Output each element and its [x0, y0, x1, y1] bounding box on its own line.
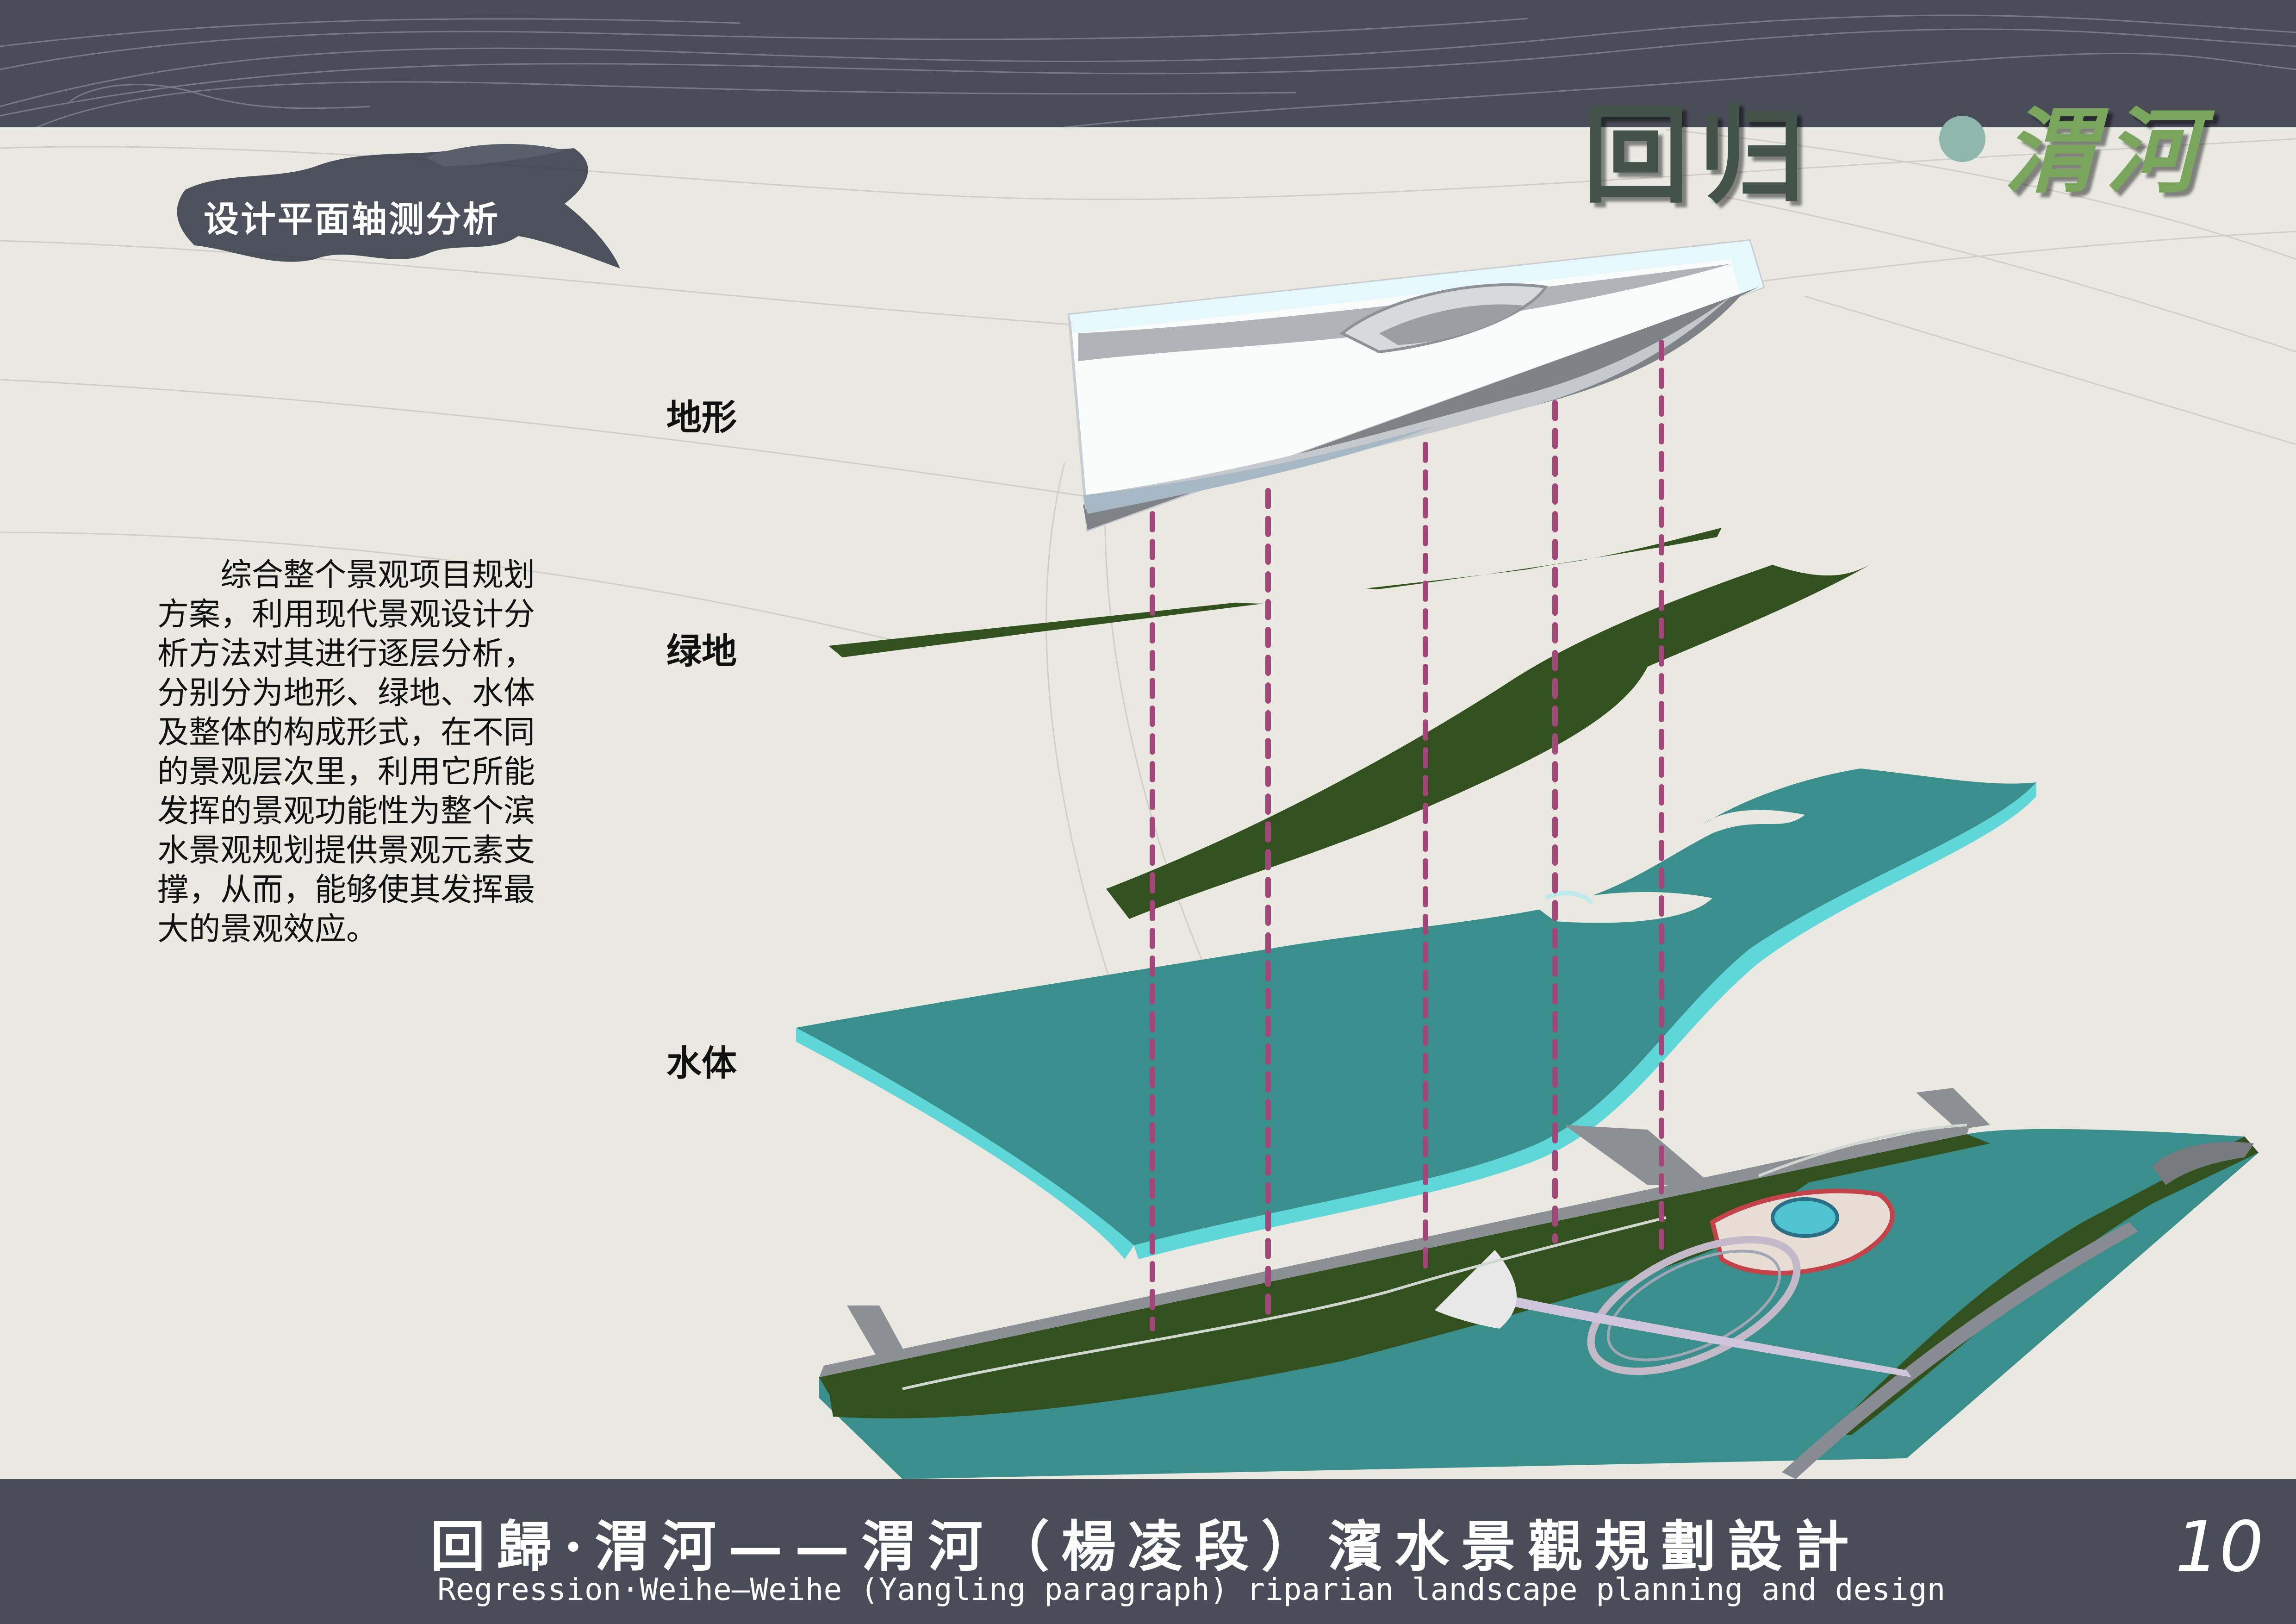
green-diagonal-layer [1106, 565, 1870, 919]
footer-title: 回歸·渭河——渭河（楊凌段）濱水景觀規劃設計 [430, 1514, 1861, 1579]
contour-pattern [0, 14, 2296, 127]
page-number: 10 [2175, 1507, 2264, 1587]
top-header-band [0, 0, 2296, 127]
description-text: 综合整个景观项目规划方案，利用现代景观设计分析方法对其进行逐层分析，分别分为地形… [157, 557, 535, 948]
section-title: 设计平面轴测分析 [204, 199, 500, 240]
layer-connectors [1150, 340, 1664, 1331]
base-plan-layer [819, 1088, 2259, 1479]
brand-main-text: 回归 [1583, 93, 1815, 218]
section-badge: 设计平面轴测分析 [167, 139, 629, 278]
footer-subtitle: Regression·Weihe—Weihe (Yangling paragra… [437, 1572, 1946, 1607]
ink-brush-shape [177, 144, 621, 269]
green-strip-layer [828, 528, 1722, 657]
brand-dot [1939, 116, 1985, 162]
layer-label-green: 绿地 [666, 631, 737, 672]
layer-label-terrain: 地形 [666, 397, 737, 438]
brand-sub-text: 渭河 [2004, 97, 2208, 206]
water-layer [796, 768, 2036, 1259]
layer-label-water: 水体 [666, 1043, 737, 1084]
axonometric-diagram [796, 239, 2259, 1479]
brand-title: 回归 渭河 [1583, 69, 2277, 218]
terrain-layer [1067, 239, 1765, 532]
background-contours [0, 129, 2296, 1112]
footer-band: 回歸·渭河——渭河（楊凌段）濱水景觀規劃設計 Regression·Weihe—… [0, 1479, 2296, 1624]
